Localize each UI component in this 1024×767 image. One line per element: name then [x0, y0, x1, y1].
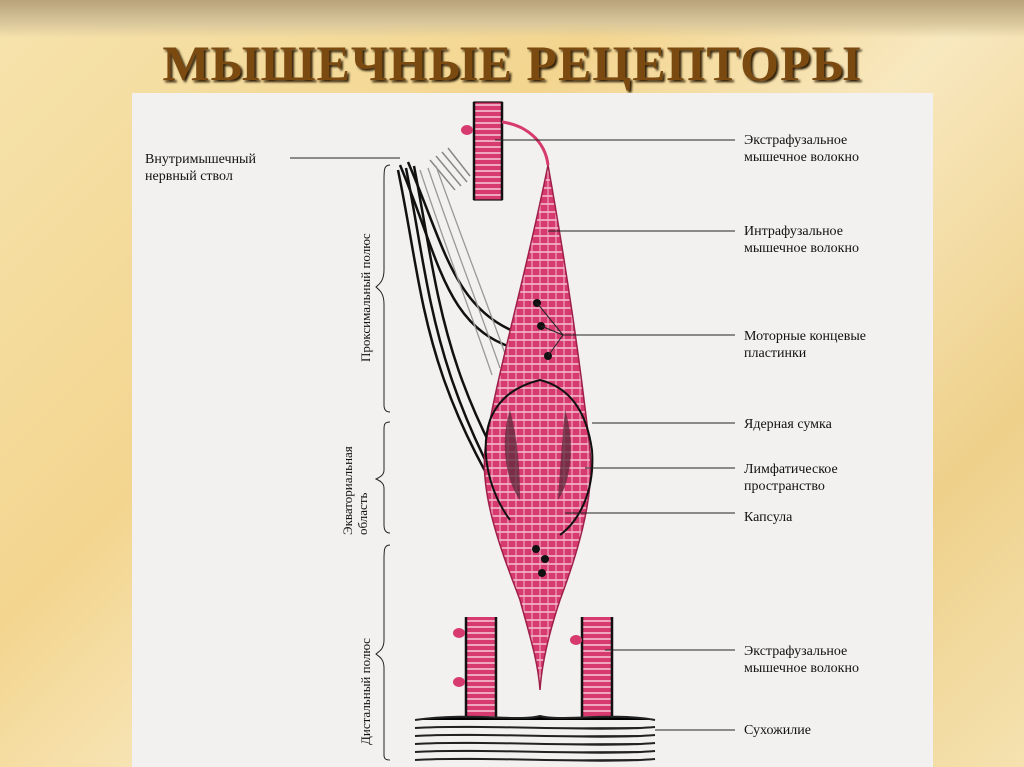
header-band — [0, 0, 1024, 38]
label-lymph-space: Лимфатическое пространство — [744, 462, 838, 494]
intrafusal-fiber — [483, 164, 592, 691]
label-nuclear-bag: Ядерная сумка — [744, 417, 832, 432]
label-nerve-trunk: Внутримышечный нервный ствол — [145, 152, 256, 184]
nuclear-bag — [504, 410, 571, 500]
label-proximal-pole: Проксимальный полюс — [358, 233, 373, 362]
extrafusal-fiber-bottom-left — [453, 617, 498, 717]
tendon — [414, 714, 656, 762]
label-extrafusal-bottom: Экстрафузальное мышечное волокно — [744, 644, 859, 676]
label-intrafusal: Интрафузальное мышечное волокно — [744, 224, 859, 256]
slide-title: МЫШЕЧНЫЕ РЕЦЕПТОРЫ — [162, 35, 862, 91]
label-equatorial: Экваториальная область — [340, 446, 370, 535]
label-distal-pole: Дистальный полюс — [358, 638, 373, 745]
label-motor-plates: Моторные концевые пластинки — [744, 329, 866, 361]
capsule — [484, 378, 594, 536]
leader-lines — [290, 139, 735, 731]
region-brackets — [374, 164, 391, 761]
nerve-trunk — [396, 147, 548, 556]
label-capsule: Капсула — [744, 510, 793, 525]
extrafusal-fiber-top — [461, 101, 550, 201]
extrafusal-fiber-bottom-right — [570, 617, 614, 717]
label-tendon: Сухожилие — [744, 723, 811, 738]
label-extrafusal-top: Экстрафузальное мышечное волокно — [744, 133, 859, 165]
